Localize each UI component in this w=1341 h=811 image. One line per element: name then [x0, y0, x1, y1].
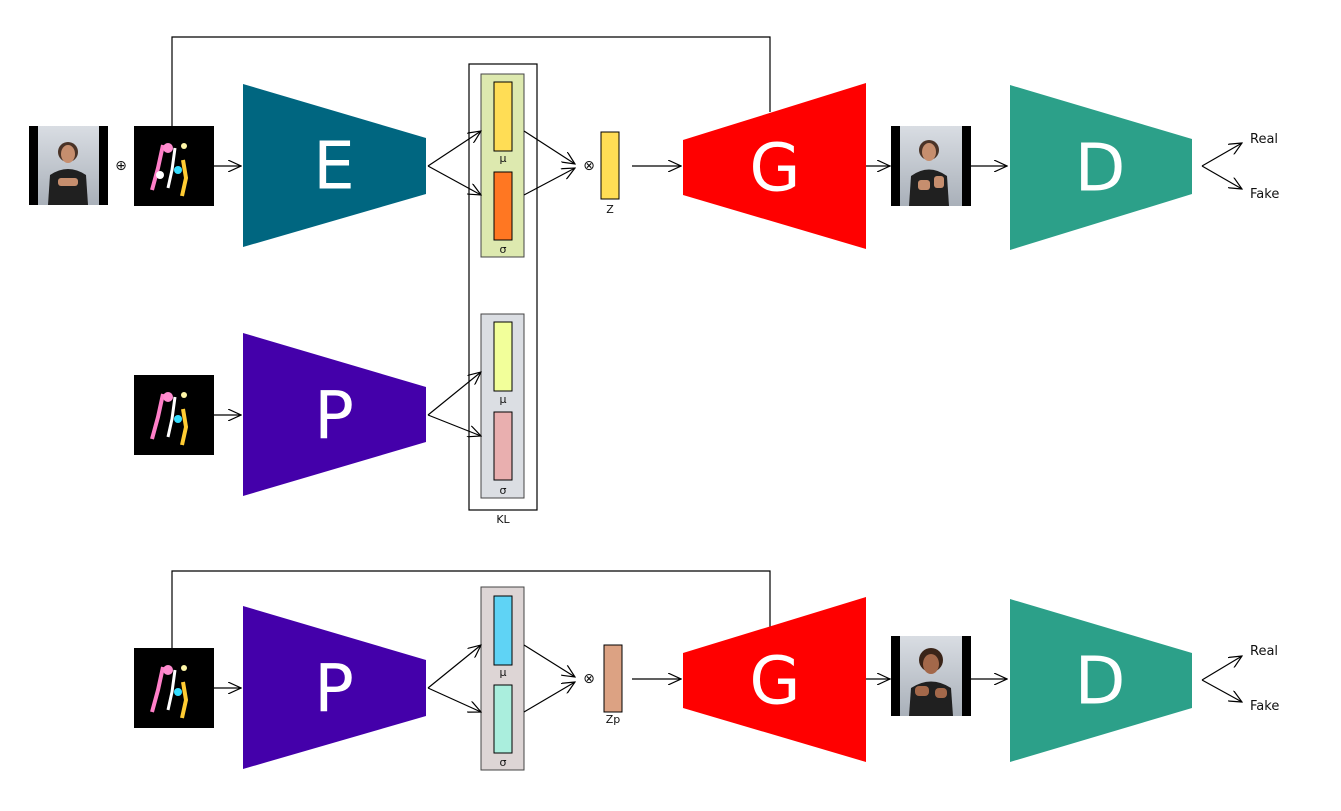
arrow-to-real-top: [1201, 143, 1242, 167]
discriminator-label-top: D: [1075, 130, 1126, 207]
prior-sigma-vector-bottom: [493, 684, 513, 754]
prior-mu-label: μ: [500, 393, 507, 406]
arrow-sigma-to-multiply-bottom: [523, 682, 575, 713]
skip-connection-top: [171, 36, 771, 126]
real-label-top: Real: [1250, 132, 1278, 147]
generator-label-bottom: G: [749, 643, 800, 720]
prior-sigma-label: σ: [500, 484, 507, 497]
encoder-label: E: [313, 128, 355, 205]
fake-label-bottom: Fake: [1250, 699, 1279, 714]
encoder-mu-vector: [493, 81, 513, 152]
encoder-sigma-vector: [493, 171, 513, 241]
generator-label-top: G: [749, 130, 800, 207]
prior-mu-label-bottom: μ: [500, 666, 507, 679]
generator-network-top: [683, 83, 866, 249]
prior-sigma-vector: [493, 411, 513, 481]
z-label: Z: [606, 203, 614, 216]
discriminator-network-bottom: [1010, 599, 1192, 762]
discriminator-network-top: [1010, 85, 1192, 250]
kl-box: [468, 63, 538, 511]
arrow-prior-to-sigma-bottom: [427, 687, 481, 712]
arrow-prior-to-sigma: [427, 414, 481, 436]
real-label-bottom: Real: [1250, 644, 1278, 659]
encoder-network: [243, 84, 426, 247]
pose-image-input: [134, 126, 214, 206]
zp-vector: [603, 644, 623, 713]
discriminator-label-bottom: D: [1075, 643, 1126, 720]
pose-image-bottom: [134, 648, 214, 728]
arrow-to-fake-bottom: [1201, 679, 1242, 702]
multiply-operator-top: ⊗: [583, 158, 595, 174]
fake-label-top: Fake: [1250, 187, 1279, 202]
skip-connection-bottom: [171, 570, 771, 648]
encoder-mu-label: μ: [500, 152, 507, 165]
arrow-mu-to-multiply-bottom: [523, 644, 575, 677]
multiply-operator-bottom: ⊗: [583, 671, 595, 687]
concat-operator: ⊕: [115, 158, 127, 174]
generated-frame-photo-top: [891, 126, 971, 206]
input-frame-photo: [29, 126, 108, 205]
prior-mu-vector: [493, 321, 513, 392]
prior-label: P: [314, 378, 354, 455]
generator-network-bottom: [683, 597, 866, 762]
generated-frame-photo-bottom: [891, 636, 971, 716]
prior-network: [243, 333, 426, 496]
prior-label-bottom: P: [314, 651, 354, 728]
kl-label: KL: [496, 513, 510, 526]
encoder-sigma-label: σ: [500, 243, 507, 256]
arrow-sigma-to-multiply: [523, 168, 575, 196]
arrow-mu-to-multiply: [523, 130, 575, 164]
prior-mu-vector-bottom: [493, 595, 513, 666]
pose-image-prior: [134, 375, 214, 455]
arrow-to-fake-top: [1201, 165, 1242, 189]
prior-network-bottom: [243, 606, 426, 769]
z-vector: [600, 131, 620, 200]
arrow-encoder-to-sigma: [427, 165, 481, 195]
arrow-prior-to-mu-bottom: [427, 645, 481, 689]
arrow-prior-to-mu: [427, 372, 481, 416]
arrow-encoder-to-mu: [427, 131, 481, 167]
zp-label: Zp: [606, 713, 621, 726]
arrow-to-real-bottom: [1201, 656, 1242, 681]
prior-sigma-label-bottom: σ: [500, 756, 507, 769]
